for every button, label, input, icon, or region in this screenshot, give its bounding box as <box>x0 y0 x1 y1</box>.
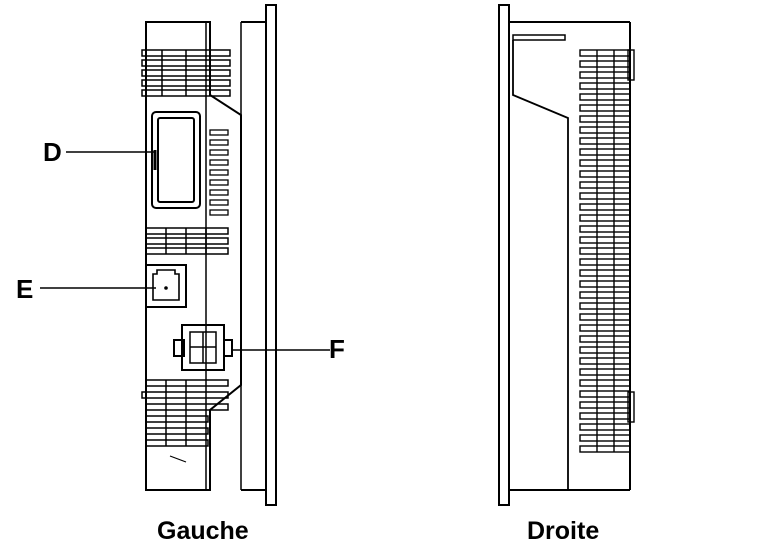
left-bottom-vents <box>141 379 229 463</box>
left-top-vents <box>141 49 231 97</box>
callout-e-label: E <box>16 274 34 304</box>
callout-f-label: F <box>329 334 345 364</box>
port-e <box>145 264 187 308</box>
right-front-bezel <box>498 4 510 506</box>
left-side-view <box>40 4 330 506</box>
port-d <box>151 111 201 209</box>
left-housing-outline <box>145 21 242 491</box>
left-middle-vents <box>145 227 229 255</box>
port-f <box>173 324 233 371</box>
right-vents <box>579 49 635 453</box>
left-side-vents <box>209 129 229 216</box>
left-front-bezel <box>265 4 277 506</box>
right-side-view <box>498 4 635 506</box>
caption-right: Droite <box>527 517 600 545</box>
caption-left: Gauche <box>157 517 249 545</box>
callout-d-label: D <box>43 137 62 167</box>
